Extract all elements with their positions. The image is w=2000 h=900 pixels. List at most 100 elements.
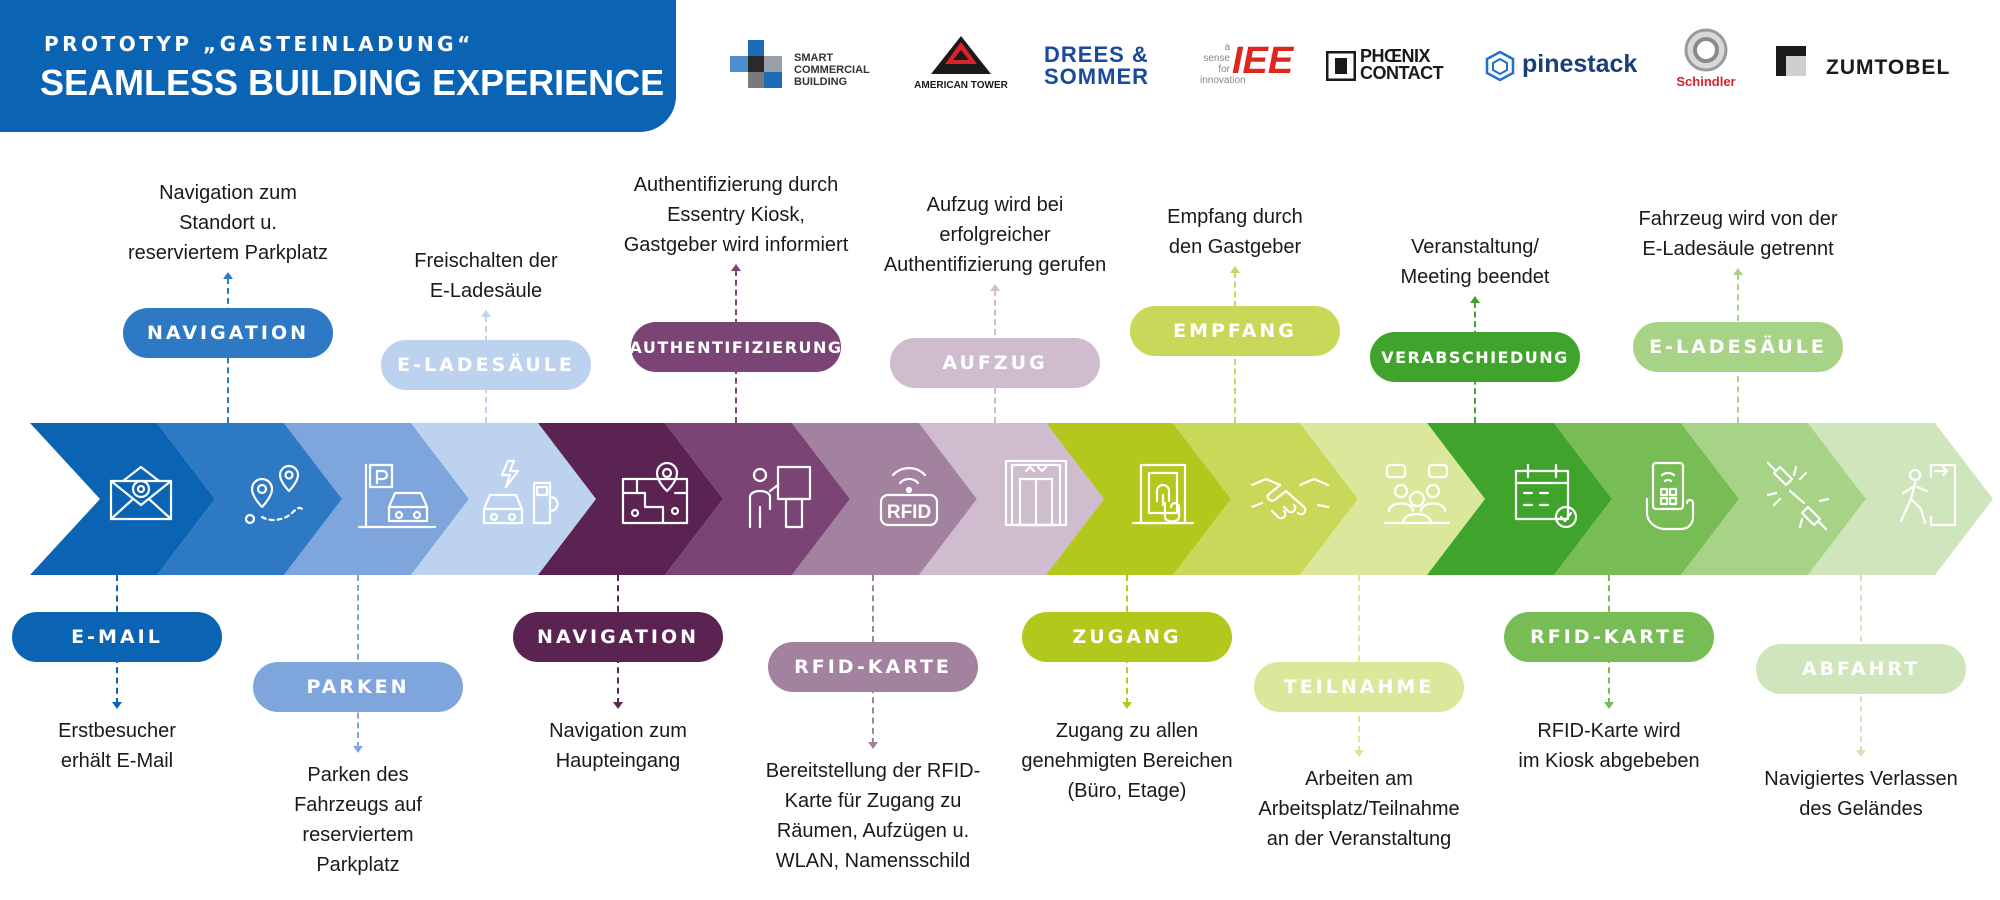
chevron-segment (665, 423, 850, 575)
parking-car-icon (357, 463, 437, 529)
step-description: Parken des Fahrzeugs auf reserviertem Pa… (248, 760, 468, 880)
connector-arrowhead (1733, 268, 1743, 275)
step-pill-empfang: EMPFANG (1130, 306, 1340, 356)
description-line: Essentry Kiosk, (667, 204, 805, 226)
step-pill-aufzug: AUFZUG (890, 338, 1100, 388)
chevron-segment (538, 423, 723, 575)
chevron-segment (157, 423, 342, 575)
logo-phoenix-line1: PHŒNIX (1360, 46, 1431, 66)
description-line: Navigation zum (549, 720, 687, 742)
description-line: Aufzug wird bei (926, 194, 1064, 216)
description-line: Empfang durch (1167, 206, 1303, 228)
description-line: erhält E-Mail (60, 750, 174, 772)
description-line: Karte für Zugang zu (784, 790, 962, 812)
description-line: Authentifizierung durch (633, 174, 839, 196)
zumtobel-icon (1776, 46, 1806, 76)
description-line: an der Veranstaltung (1266, 828, 1452, 850)
meeting-icon (1383, 463, 1451, 525)
exit-door-icon (1899, 463, 1957, 527)
description-line: Fahrzeug wird von der (1638, 208, 1838, 230)
email-icon (109, 465, 173, 521)
logo-scb-line2: COMMERCIAL (794, 64, 870, 76)
description-line: Freischalten der (414, 250, 558, 272)
logo-drees-sommer: DREES & SOMMER (1044, 44, 1174, 90)
step-connector (357, 575, 359, 748)
connector-arrowhead (223, 272, 233, 279)
chevron-segment (1427, 423, 1612, 575)
step-description: Zugang zu allen genehmigten Bereichen (B… (997, 716, 1257, 806)
header-subtitle: PROTOTYP „GASTEINLADUNG“ (44, 32, 474, 56)
connector-arrowhead (1230, 266, 1240, 273)
rfid-icon-text: RFID (887, 502, 931, 523)
description-line: Zugang zu allen (1055, 720, 1199, 742)
description-line: Bereitstellung der RFID- (765, 760, 981, 782)
step-description: Arbeiten am Arbeitsplatz/Teilnahme an de… (1229, 764, 1489, 854)
step-pill-email: E-MAIL (12, 612, 222, 662)
step-pill-rfid-karte: RFID-KARTE (768, 642, 978, 692)
step-pill-verabschiedung: VERABSCHIEDUNG (1370, 332, 1580, 382)
step-description: Authentifizierung durch Essentry Kiosk, … (591, 170, 881, 260)
pinestack-icon (1485, 50, 1515, 82)
chevron-segment (411, 423, 596, 575)
logo-iee-tagline-2: sense (1203, 53, 1230, 64)
calendar-check-icon (1514, 463, 1578, 529)
chevron-segment (1173, 423, 1358, 575)
logo-scb-line1: SMART (794, 52, 834, 64)
step-pill-teilnahme: TEILNAHME (1254, 662, 1464, 712)
logo-phoenix-line2: CONTACT (1360, 63, 1444, 83)
description-line: genehmigten Bereichen (1021, 750, 1233, 772)
description-line: Gastgeber wird informiert (623, 234, 849, 256)
handshake-icon (1250, 477, 1330, 520)
description-line: Arbeitsplatz/Teilnahme (1258, 798, 1460, 820)
logo-american-tower-text: AMERICAN TOWER (914, 80, 1008, 91)
header-banner: PROTOTYP „GASTEINLADUNG“ SEAMLESS BUILDI… (0, 0, 676, 132)
description-line: Räumen, Aufzügen u. (776, 820, 970, 842)
description-line: Parken des (307, 764, 409, 786)
step-description: Aufzug wird bei erfolgreicher Authentifi… (855, 190, 1135, 280)
connector-arrowhead (1122, 702, 1132, 709)
step-description: Empfang durch den Gastgeber (1115, 202, 1355, 262)
description-line: Erstbesucher (58, 720, 176, 742)
logo-drees-line1: DREES & (1044, 42, 1149, 67)
description-line: den Gastgeber (1168, 236, 1302, 258)
logo-zumtobel: ZUMTOBEL (1776, 46, 1976, 82)
phoenix-contact-icon (1326, 51, 1356, 81)
connector-arrowhead (1604, 702, 1614, 709)
step-pill-navigation: NAVIGATION (123, 308, 333, 358)
description-line: im Kiosk abgebeben (1518, 750, 1700, 772)
logo-pinestack: pinestack (1484, 46, 1654, 86)
logo-drees-line2: SOMMER (1044, 64, 1149, 89)
chevron-segment (1300, 423, 1485, 575)
description-line: reserviertem (302, 824, 414, 846)
step-pill-authentifizierung: AUTHENTIFIZIERUNG (631, 322, 841, 372)
step-description: RFID-Karte wird im Kiosk abgebeben (1489, 716, 1729, 776)
kiosk-person-icon (748, 465, 812, 529)
logo-iee-tagline-1: a (1224, 42, 1230, 53)
chevron-segment (792, 423, 977, 575)
description-line: Standort u. (179, 212, 277, 234)
fingerprint-door-icon (1131, 463, 1195, 525)
description-line: Meeting beendet (1400, 266, 1550, 288)
ev-charging-icon (482, 459, 559, 525)
step-description: Freischalten der E-Ladesäule (366, 246, 606, 306)
american-tower-icon (931, 36, 991, 74)
description-line: Parkplatz (316, 854, 400, 876)
connector-arrowhead (990, 284, 1000, 291)
logo-schindler: Schindler (1666, 28, 1746, 94)
chevron-segment (284, 423, 469, 575)
description-line: RFID-Karte wird (1537, 720, 1681, 742)
header-title: SEAMLESS BUILDING EXPERIENCE (40, 62, 665, 103)
elevator-icon (1004, 459, 1068, 527)
connector-arrowhead (731, 264, 741, 271)
step-description: Navigation zum Haupteingang (498, 716, 738, 776)
chevron-segment (1046, 423, 1231, 575)
step-pill-abfahrt: ABFAHRT (1756, 644, 1966, 694)
step-pill-parken: PARKEN (253, 662, 463, 712)
description-line: Navigation zum (159, 182, 297, 204)
connector-arrowhead (868, 742, 878, 749)
logo-smart-commercial-building: SMART COMMERCIAL BUILDING (730, 40, 890, 94)
logo-iee-tagline-3: for (1218, 64, 1230, 75)
